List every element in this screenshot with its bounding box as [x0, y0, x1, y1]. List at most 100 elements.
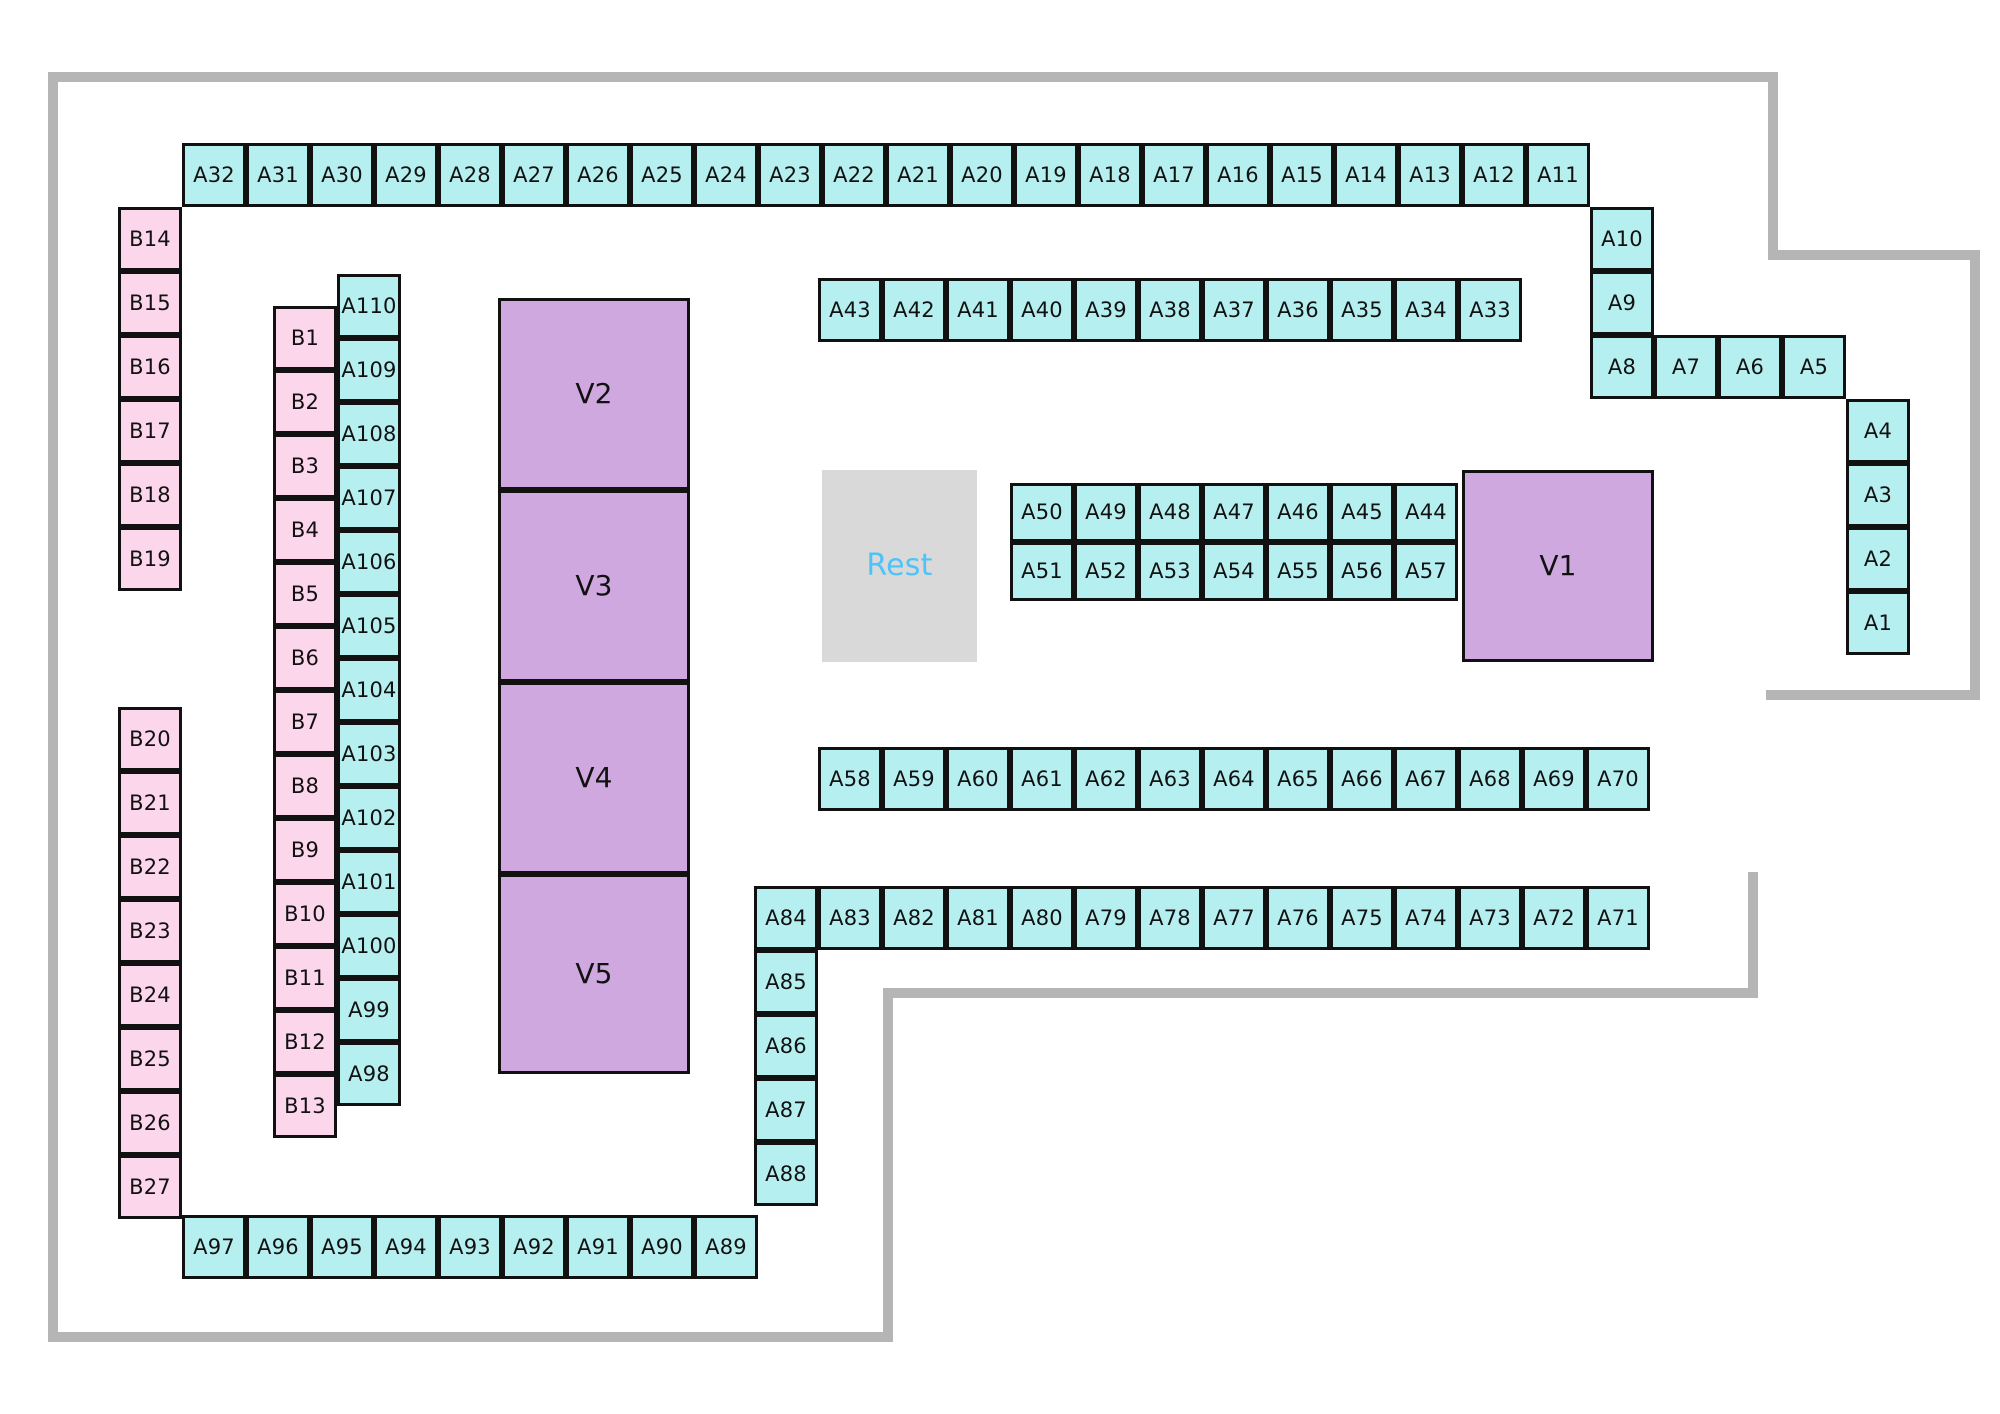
booth-a32[interactable]: A32	[182, 143, 246, 207]
booth-a103[interactable]: A103	[337, 722, 401, 786]
booth-a55[interactable]: A55	[1266, 542, 1330, 601]
booth-a62[interactable]: A62	[1074, 747, 1138, 811]
booth-a17[interactable]: A17	[1142, 143, 1206, 207]
booth-a27[interactable]: A27	[502, 143, 566, 207]
booth-a59[interactable]: A59	[882, 747, 946, 811]
booth-a89[interactable]: A89	[694, 1215, 758, 1279]
booth-a14[interactable]: A14	[1334, 143, 1398, 207]
booth-b5[interactable]: B5	[273, 562, 337, 626]
booth-a102[interactable]: A102	[337, 786, 401, 850]
booth-a39[interactable]: A39	[1074, 278, 1138, 342]
booth-a85[interactable]: A85	[754, 950, 818, 1014]
booth-a6[interactable]: A6	[1718, 335, 1782, 399]
booth-v4[interactable]: V4	[498, 682, 690, 874]
booth-a38[interactable]: A38	[1138, 278, 1202, 342]
booth-a25[interactable]: A25	[630, 143, 694, 207]
booth-a44[interactable]: A44	[1394, 483, 1458, 542]
booth-b7[interactable]: B7	[273, 690, 337, 754]
booth-a43[interactable]: A43	[818, 278, 882, 342]
booth-a37[interactable]: A37	[1202, 278, 1266, 342]
booth-a79[interactable]: A79	[1074, 886, 1138, 950]
booth-b26[interactable]: B26	[118, 1091, 182, 1155]
booth-b19[interactable]: B19	[118, 527, 182, 591]
booth-b14[interactable]: B14	[118, 207, 182, 271]
booth-a73[interactable]: A73	[1458, 886, 1522, 950]
booth-a18[interactable]: A18	[1078, 143, 1142, 207]
booth-a101[interactable]: A101	[337, 850, 401, 914]
booth-a7[interactable]: A7	[1654, 335, 1718, 399]
booth-b12[interactable]: B12	[273, 1010, 337, 1074]
booth-a76[interactable]: A76	[1266, 886, 1330, 950]
booth-a106[interactable]: A106	[337, 530, 401, 594]
booth-a22[interactable]: A22	[822, 143, 886, 207]
booth-a53[interactable]: A53	[1138, 542, 1202, 601]
booth-a81[interactable]: A81	[946, 886, 1010, 950]
booth-a21[interactable]: A21	[886, 143, 950, 207]
booth-b3[interactable]: B3	[273, 434, 337, 498]
booth-a72[interactable]: A72	[1522, 886, 1586, 950]
booth-b21[interactable]: B21	[118, 771, 182, 835]
booth-a49[interactable]: A49	[1074, 483, 1138, 542]
booth-a65[interactable]: A65	[1266, 747, 1330, 811]
booth-a97[interactable]: A97	[182, 1215, 246, 1279]
booth-a13[interactable]: A13	[1398, 143, 1462, 207]
booth-b8[interactable]: B8	[273, 754, 337, 818]
booth-a23[interactable]: A23	[758, 143, 822, 207]
booth-a88[interactable]: A88	[754, 1142, 818, 1206]
booth-a67[interactable]: A67	[1394, 747, 1458, 811]
booth-a1[interactable]: A1	[1846, 591, 1910, 655]
booth-a41[interactable]: A41	[946, 278, 1010, 342]
booth-b4[interactable]: B4	[273, 498, 337, 562]
booth-a50[interactable]: A50	[1010, 483, 1074, 542]
booth-a15[interactable]: A15	[1270, 143, 1334, 207]
booth-a40[interactable]: A40	[1010, 278, 1074, 342]
booth-a58[interactable]: A58	[818, 747, 882, 811]
booth-a29[interactable]: A29	[374, 143, 438, 207]
booth-a56[interactable]: A56	[1330, 542, 1394, 601]
booth-a48[interactable]: A48	[1138, 483, 1202, 542]
booth-a90[interactable]: A90	[630, 1215, 694, 1279]
booth-a86[interactable]: A86	[754, 1014, 818, 1078]
booth-a93[interactable]: A93	[438, 1215, 502, 1279]
booth-a35[interactable]: A35	[1330, 278, 1394, 342]
booth-a63[interactable]: A63	[1138, 747, 1202, 811]
booth-b2[interactable]: B2	[273, 370, 337, 434]
booth-b15[interactable]: B15	[118, 271, 182, 335]
booth-a11[interactable]: A11	[1526, 143, 1590, 207]
booth-a30[interactable]: A30	[310, 143, 374, 207]
booth-b17[interactable]: B17	[118, 399, 182, 463]
booth-a8[interactable]: A8	[1590, 335, 1654, 399]
booth-b24[interactable]: B24	[118, 963, 182, 1027]
booth-a26[interactable]: A26	[566, 143, 630, 207]
booth-a36[interactable]: A36	[1266, 278, 1330, 342]
booth-v1[interactable]: V1	[1462, 470, 1654, 662]
booth-b23[interactable]: B23	[118, 899, 182, 963]
booth-a12[interactable]: A12	[1462, 143, 1526, 207]
booth-b10[interactable]: B10	[273, 882, 337, 946]
booth-a16[interactable]: A16	[1206, 143, 1270, 207]
booth-a24[interactable]: A24	[694, 143, 758, 207]
booth-a104[interactable]: A104	[337, 658, 401, 722]
booth-a34[interactable]: A34	[1394, 278, 1458, 342]
booth-a98[interactable]: A98	[337, 1042, 401, 1106]
booth-a95[interactable]: A95	[310, 1215, 374, 1279]
booth-a84[interactable]: A84	[754, 886, 818, 950]
booth-a28[interactable]: A28	[438, 143, 502, 207]
booth-b11[interactable]: B11	[273, 946, 337, 1010]
booth-a92[interactable]: A92	[502, 1215, 566, 1279]
booth-a3[interactable]: A3	[1846, 463, 1910, 527]
booth-b20[interactable]: B20	[118, 707, 182, 771]
booth-a60[interactable]: A60	[946, 747, 1010, 811]
booth-a45[interactable]: A45	[1330, 483, 1394, 542]
booth-b27[interactable]: B27	[118, 1155, 182, 1219]
booth-v3[interactable]: V3	[498, 490, 690, 682]
booth-a83[interactable]: A83	[818, 886, 882, 950]
booth-a10[interactable]: A10	[1590, 207, 1654, 271]
booth-a52[interactable]: A52	[1074, 542, 1138, 601]
booth-a91[interactable]: A91	[566, 1215, 630, 1279]
booth-b13[interactable]: B13	[273, 1074, 337, 1138]
booth-a69[interactable]: A69	[1522, 747, 1586, 811]
booth-a57[interactable]: A57	[1394, 542, 1458, 601]
booth-a31[interactable]: A31	[246, 143, 310, 207]
booth-a99[interactable]: A99	[337, 978, 401, 1042]
